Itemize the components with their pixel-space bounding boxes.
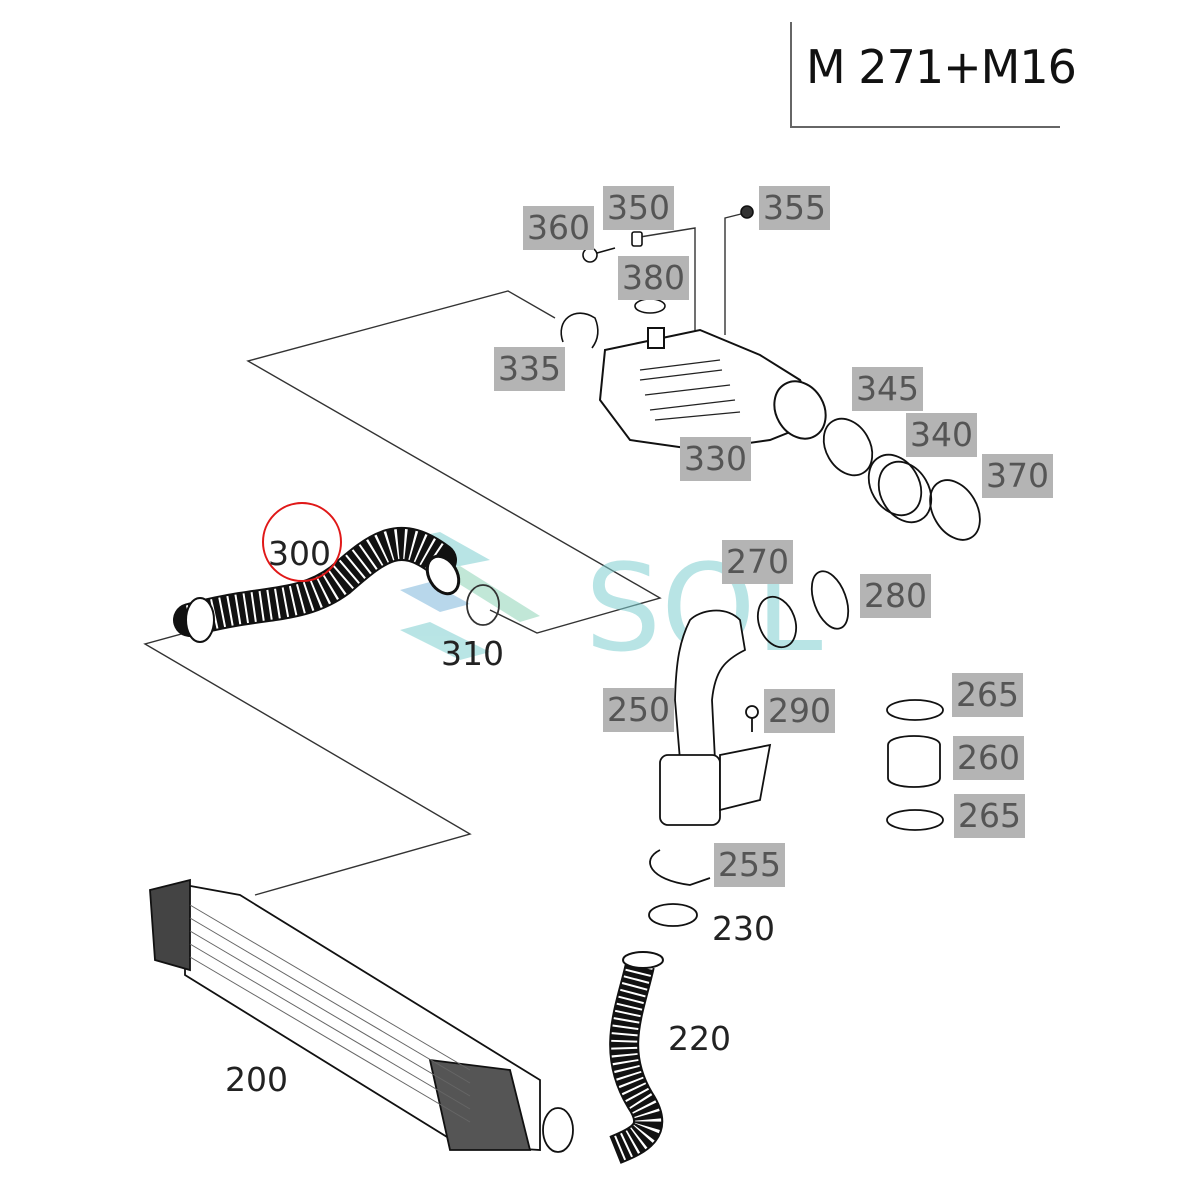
leader-lines: [143, 212, 746, 896]
part-380-clamp: [634, 298, 666, 314]
callout-380[interactable]: 380: [618, 256, 689, 300]
watermark-bar: [440, 566, 540, 622]
callout-200[interactable]: 200: [225, 1060, 288, 1099]
leader-355: [724, 212, 746, 335]
callout-300[interactable]: 300: [268, 534, 331, 573]
part-345-clamp: [822, 417, 874, 477]
watermark-bar: [400, 582, 470, 612]
callout-335[interactable]: 335: [494, 347, 565, 391]
assembly-link-line: [143, 632, 472, 896]
leader-350-380: [639, 227, 696, 335]
callout-355[interactable]: 355: [759, 186, 830, 230]
part-370-clamp: [929, 479, 981, 541]
title-frame-line: [790, 22, 792, 127]
part-200-intercooler: [149, 878, 574, 1153]
callout-290[interactable]: 290: [764, 689, 835, 733]
assembly-link-line: [246, 290, 662, 634]
part-290-bolt: [745, 705, 759, 719]
callout-310[interactable]: 310: [441, 634, 504, 673]
title-frame-line: [790, 126, 1060, 128]
callout-250[interactable]: 250: [603, 688, 674, 732]
callout-345[interactable]: 345: [852, 367, 923, 411]
callout-370[interactable]: 370: [982, 454, 1053, 498]
part-255-wire-clip: [649, 849, 711, 886]
callout-265-top[interactable]: 265: [952, 673, 1023, 717]
callout-220[interactable]: 220: [668, 1019, 731, 1058]
part-330-intake-housing: [598, 327, 827, 452]
part-280-clamp: [810, 570, 850, 630]
watermark-bar: [400, 622, 490, 660]
rings-middle: [745, 570, 850, 732]
part-300-charge-air-hose: [173, 527, 461, 643]
highlight-circle: [262, 502, 342, 582]
callout-360[interactable]: 360: [523, 206, 594, 250]
part-335-wire-clip: [560, 312, 599, 349]
callout-265-bottom[interactable]: 265: [954, 794, 1025, 838]
part-355-nut: [740, 205, 754, 219]
part-360-bolt: [582, 247, 598, 263]
part-350-clip: [631, 231, 643, 247]
rings-right: [886, 699, 944, 831]
part-260-sleeve: [887, 735, 941, 788]
part-270-sleeve: [756, 595, 798, 649]
part-265-clamp-bottom: [886, 809, 944, 831]
callout-340[interactable]: 340: [906, 413, 977, 457]
callout-230[interactable]: 230: [712, 909, 775, 948]
part-230-seal-ring: [648, 903, 698, 927]
part-250-pipe: [659, 609, 772, 826]
callout-280[interactable]: 280: [860, 574, 931, 618]
callout-330[interactable]: 330: [680, 437, 751, 481]
part-340-sleeve: [867, 453, 923, 517]
lower-seals: [648, 849, 711, 927]
callout-260[interactable]: 260: [953, 736, 1024, 780]
part-310-seal-ring: [466, 584, 500, 626]
callout-255[interactable]: 255: [714, 843, 785, 887]
callout-270[interactable]: 270: [722, 540, 793, 584]
engine-code-title: M 271+M16: [806, 40, 1077, 94]
rings-upper-right: [822, 417, 981, 541]
part-265-clamp-top: [886, 699, 944, 721]
fasteners-top: [560, 205, 754, 349]
callout-350[interactable]: 350: [603, 186, 674, 230]
part-220-hose: [609, 951, 664, 1164]
